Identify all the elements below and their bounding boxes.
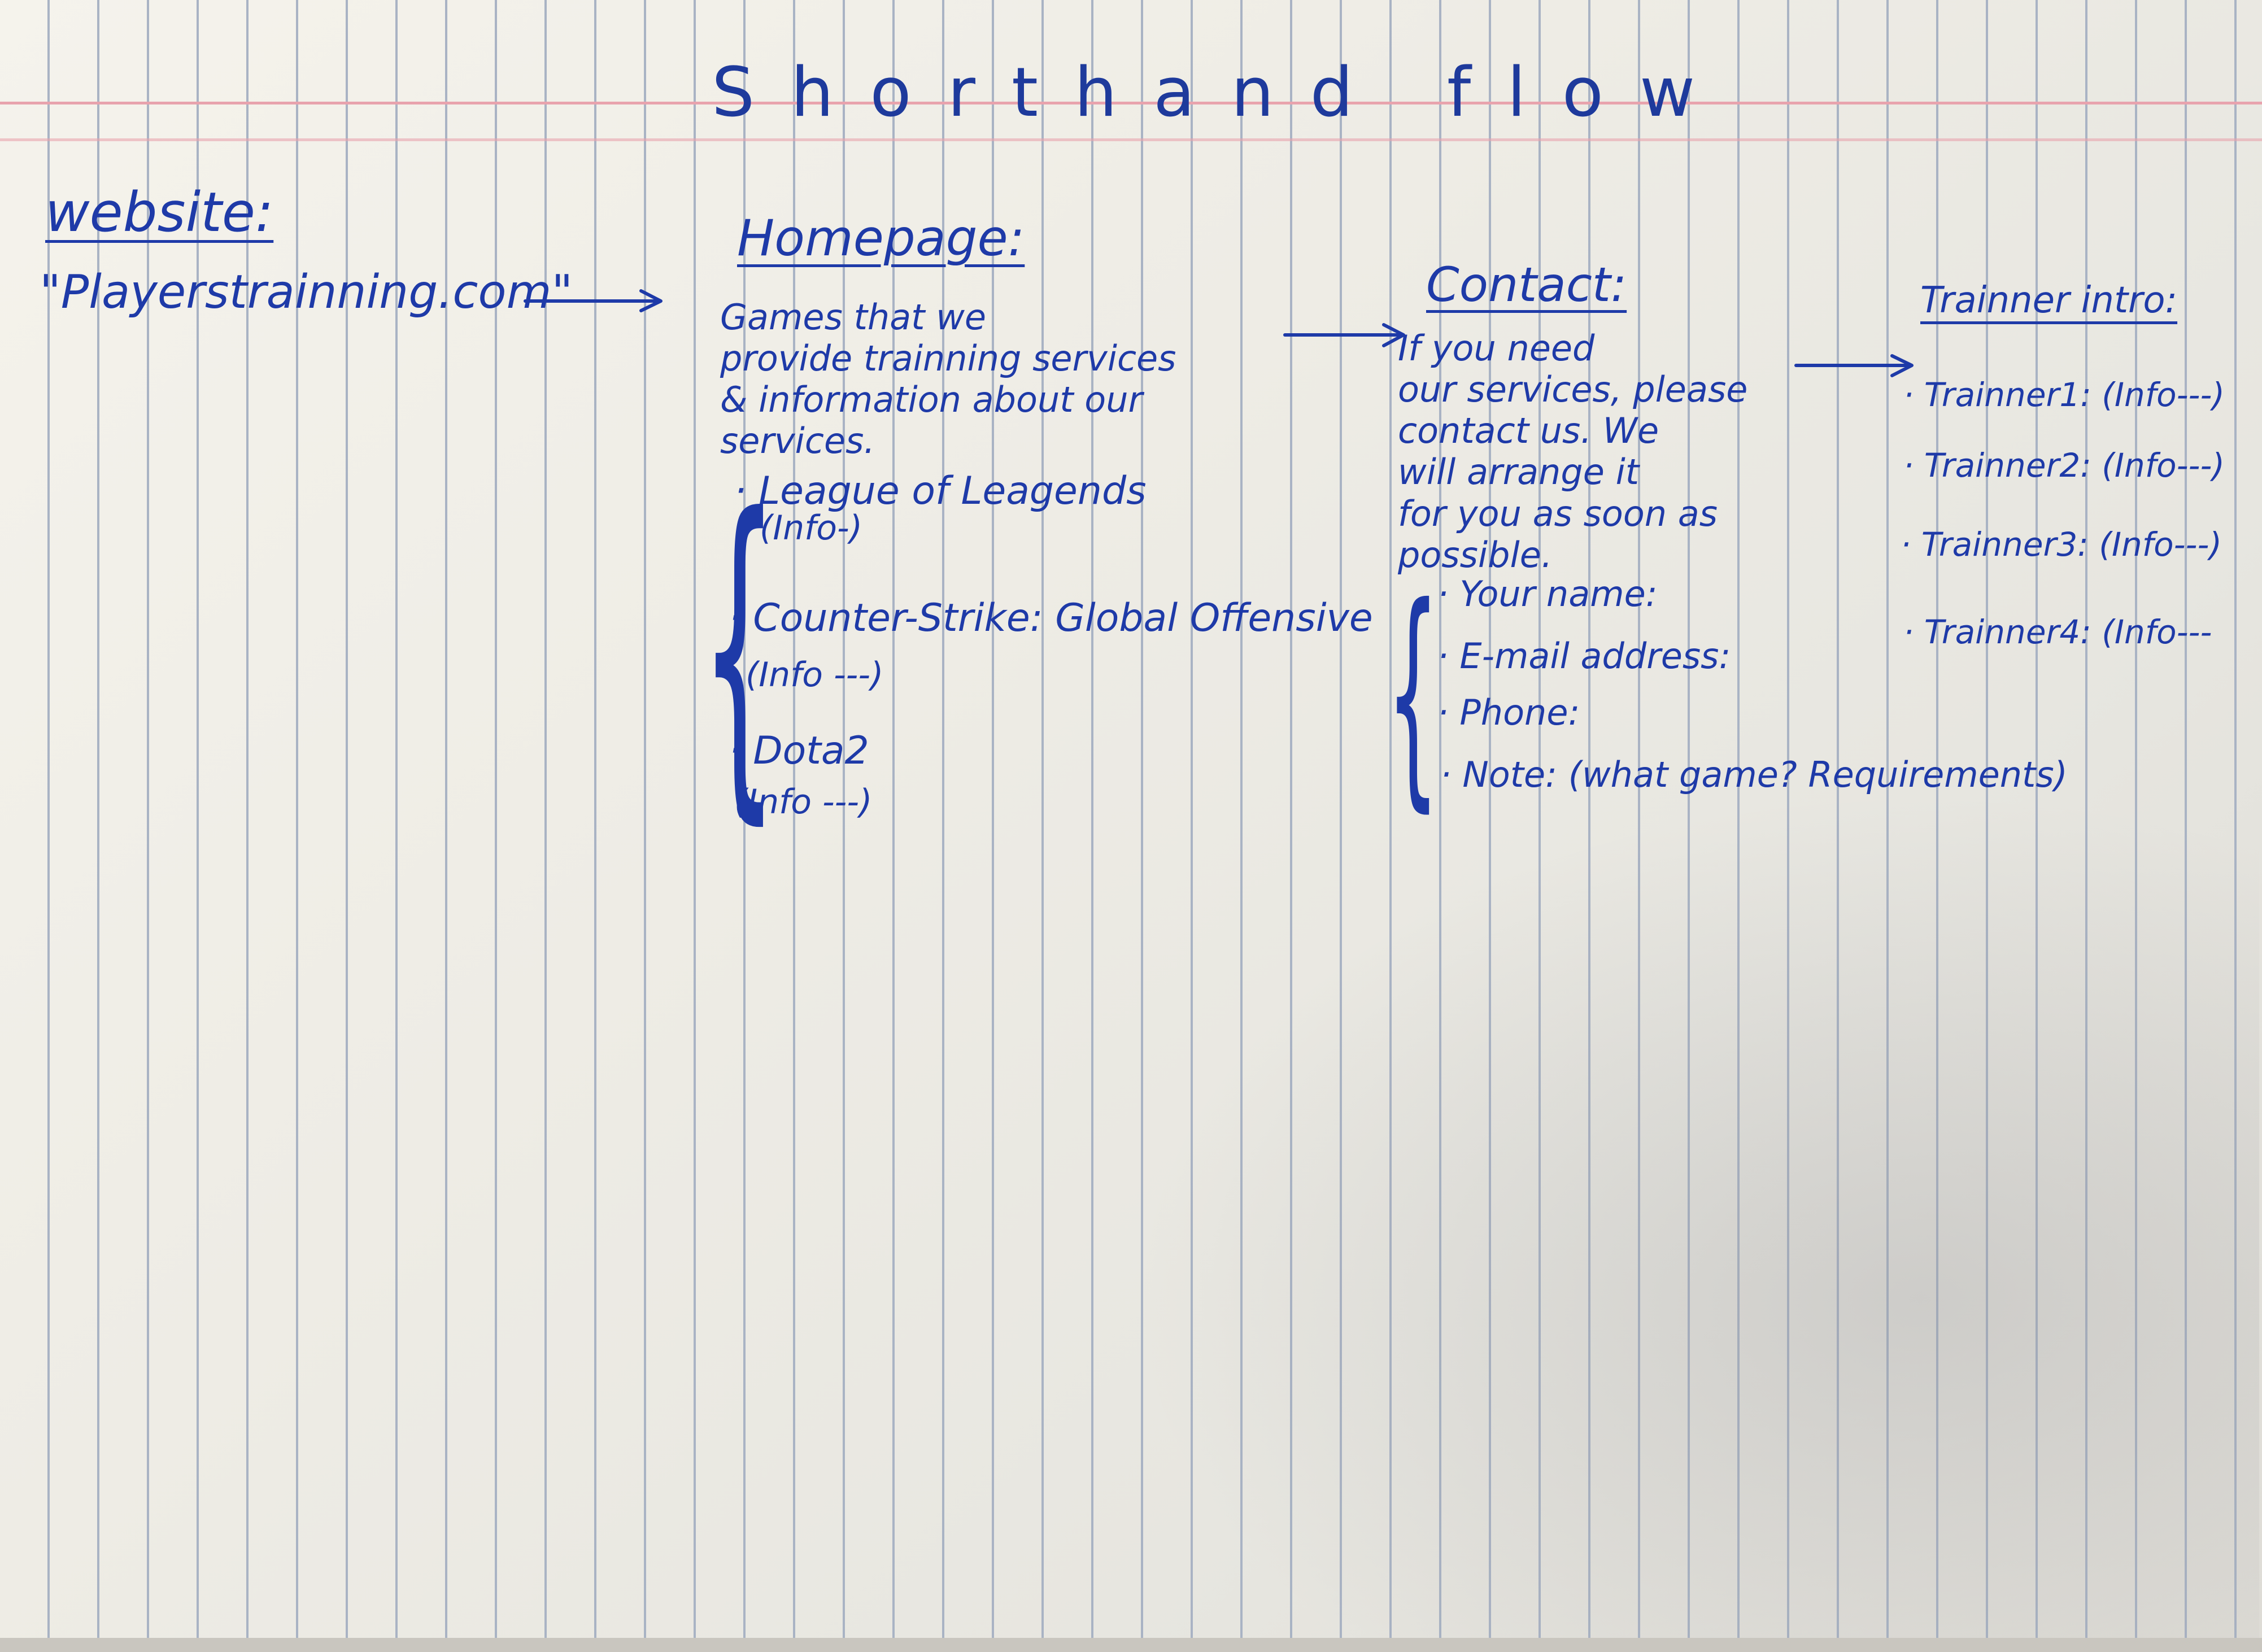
homepage-description: Games that we provide trainning services… [720,297,1176,462]
paper-bottom-edge [0,1638,2262,1652]
website-heading: website: [45,181,274,244]
game-info-csgo: (Info ---) [746,655,884,695]
contact-heading: Contact: [1426,257,1627,312]
homepage-description-line: provide trainning services [720,338,1176,380]
homepage-heading: Homepage: [737,209,1025,267]
trainer-item-2: · Trainner2: (Info---) [1903,446,2225,485]
trainer-intro-heading: Trainner intro: [1920,280,2178,321]
trainer-item-4: · Trainner4: (Info--- [1903,613,2212,651]
game-info-lol: (Info-) [760,508,863,548]
game-item-lol: · League of Leagends [734,469,1147,513]
homepage-description-line: services. [720,420,875,462]
game-info-dota2: (Info ---) [734,782,873,822]
contact-description-line: contact us. We [1398,410,1659,452]
red-margin-line [0,102,2262,104]
contact-description: If you need our services, please contact… [1398,328,1747,576]
homepage-description-line: Games that we [720,297,987,338]
page-title: Shorthand flow [712,54,1732,132]
contact-field-name: · Your name: [1437,573,1658,614]
homepage-description-line: & information about our [720,379,1143,421]
contact-description-line: our services, please [1398,369,1748,411]
contact-fields-brace: { [1387,556,1440,832]
contact-description-line: will arrange it [1398,451,1640,493]
game-item-csgo: · Counter-Strike: Global Offensive [729,596,1373,640]
homepage-games-brace: { [700,446,779,853]
contact-description-line: possible. [1398,534,1553,576]
contact-field-phone: · Phone: [1437,692,1580,733]
trainer-item-3: · Trainner3: (Info---) [1901,525,2222,564]
trainer-item-1: · Trainner1: (Info---) [1903,376,2225,414]
red-margin-line-2 [0,138,2262,141]
game-item-dota2: · Dota2 [729,729,869,773]
website-url: "Playerstrainning.com" [40,265,573,319]
contact-description-line: If you need [1398,328,1595,369]
contact-field-email: · E-mail address: [1437,635,1731,677]
contact-description-line: for you as soon as [1398,492,1718,534]
contact-field-note: · Note: (what game? Requirements) [1440,754,2068,795]
